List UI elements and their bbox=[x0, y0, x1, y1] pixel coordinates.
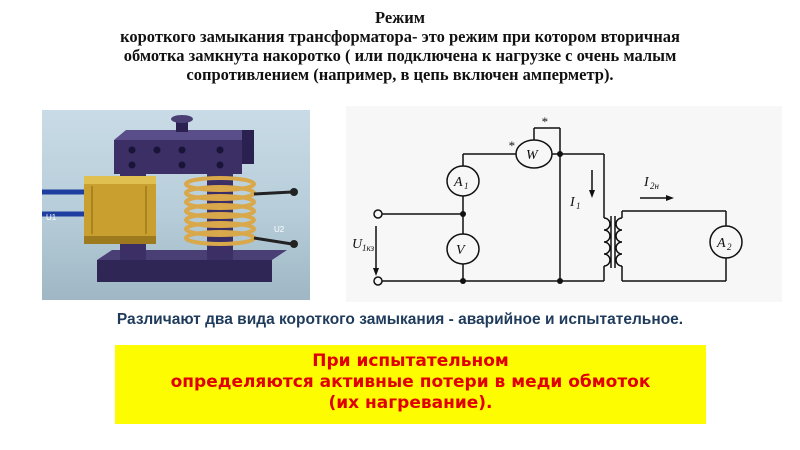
current2-label: I bbox=[643, 175, 650, 190]
ammeter2-sub: 2 bbox=[727, 242, 732, 252]
title-line-4: сопротивлением (например, в цепь включен… bbox=[186, 65, 614, 84]
current1-sub: 1 bbox=[576, 201, 581, 211]
circuit-diagram: * * W A 1 V A 2 I 1 I 2н U 1кз bbox=[346, 106, 782, 302]
callout-line-2: определяются активные потери в меди обмо… bbox=[170, 372, 651, 392]
current1-label: I bbox=[569, 195, 576, 210]
current2-sub: 2н bbox=[650, 181, 660, 191]
callout-box: При испытательном определяются активные … bbox=[115, 345, 706, 424]
voltmeter-label: V bbox=[456, 243, 466, 258]
ammeter2-label: A bbox=[716, 236, 726, 251]
title-line-2: короткого замыкания трансформатора- это … bbox=[120, 27, 680, 46]
star-top: * bbox=[541, 114, 548, 129]
callout-line-1: При испытательном bbox=[312, 351, 509, 371]
short-circuit-types-text: Различают два вида короткого замыкания -… bbox=[116, 311, 684, 328]
star-left: * bbox=[508, 138, 515, 153]
page-title: Режим короткого замыкания трансформатора… bbox=[20, 8, 780, 84]
ammeter1-sub: 1 bbox=[464, 181, 469, 191]
circuit-svg: * * W A 1 V A 2 I 1 I 2н U 1кз bbox=[352, 114, 743, 286]
label-u1: U1 bbox=[46, 213, 57, 222]
voltage-label: U bbox=[352, 237, 363, 252]
title-line-3: обмотка замкнута накоротко ( или подключ… bbox=[123, 46, 677, 65]
transformer-illustration: U1 U2 bbox=[42, 115, 298, 282]
label-u2: U2 bbox=[274, 225, 285, 234]
ammeter1-label: A bbox=[453, 175, 463, 190]
transformer-photo: U1 U2 bbox=[42, 110, 310, 300]
voltage-sub: 1кз bbox=[362, 243, 375, 253]
title-line-1: Режим bbox=[375, 8, 425, 27]
wattmeter-label: W bbox=[526, 148, 539, 163]
callout-line-3: (их нагревание). bbox=[328, 393, 493, 413]
